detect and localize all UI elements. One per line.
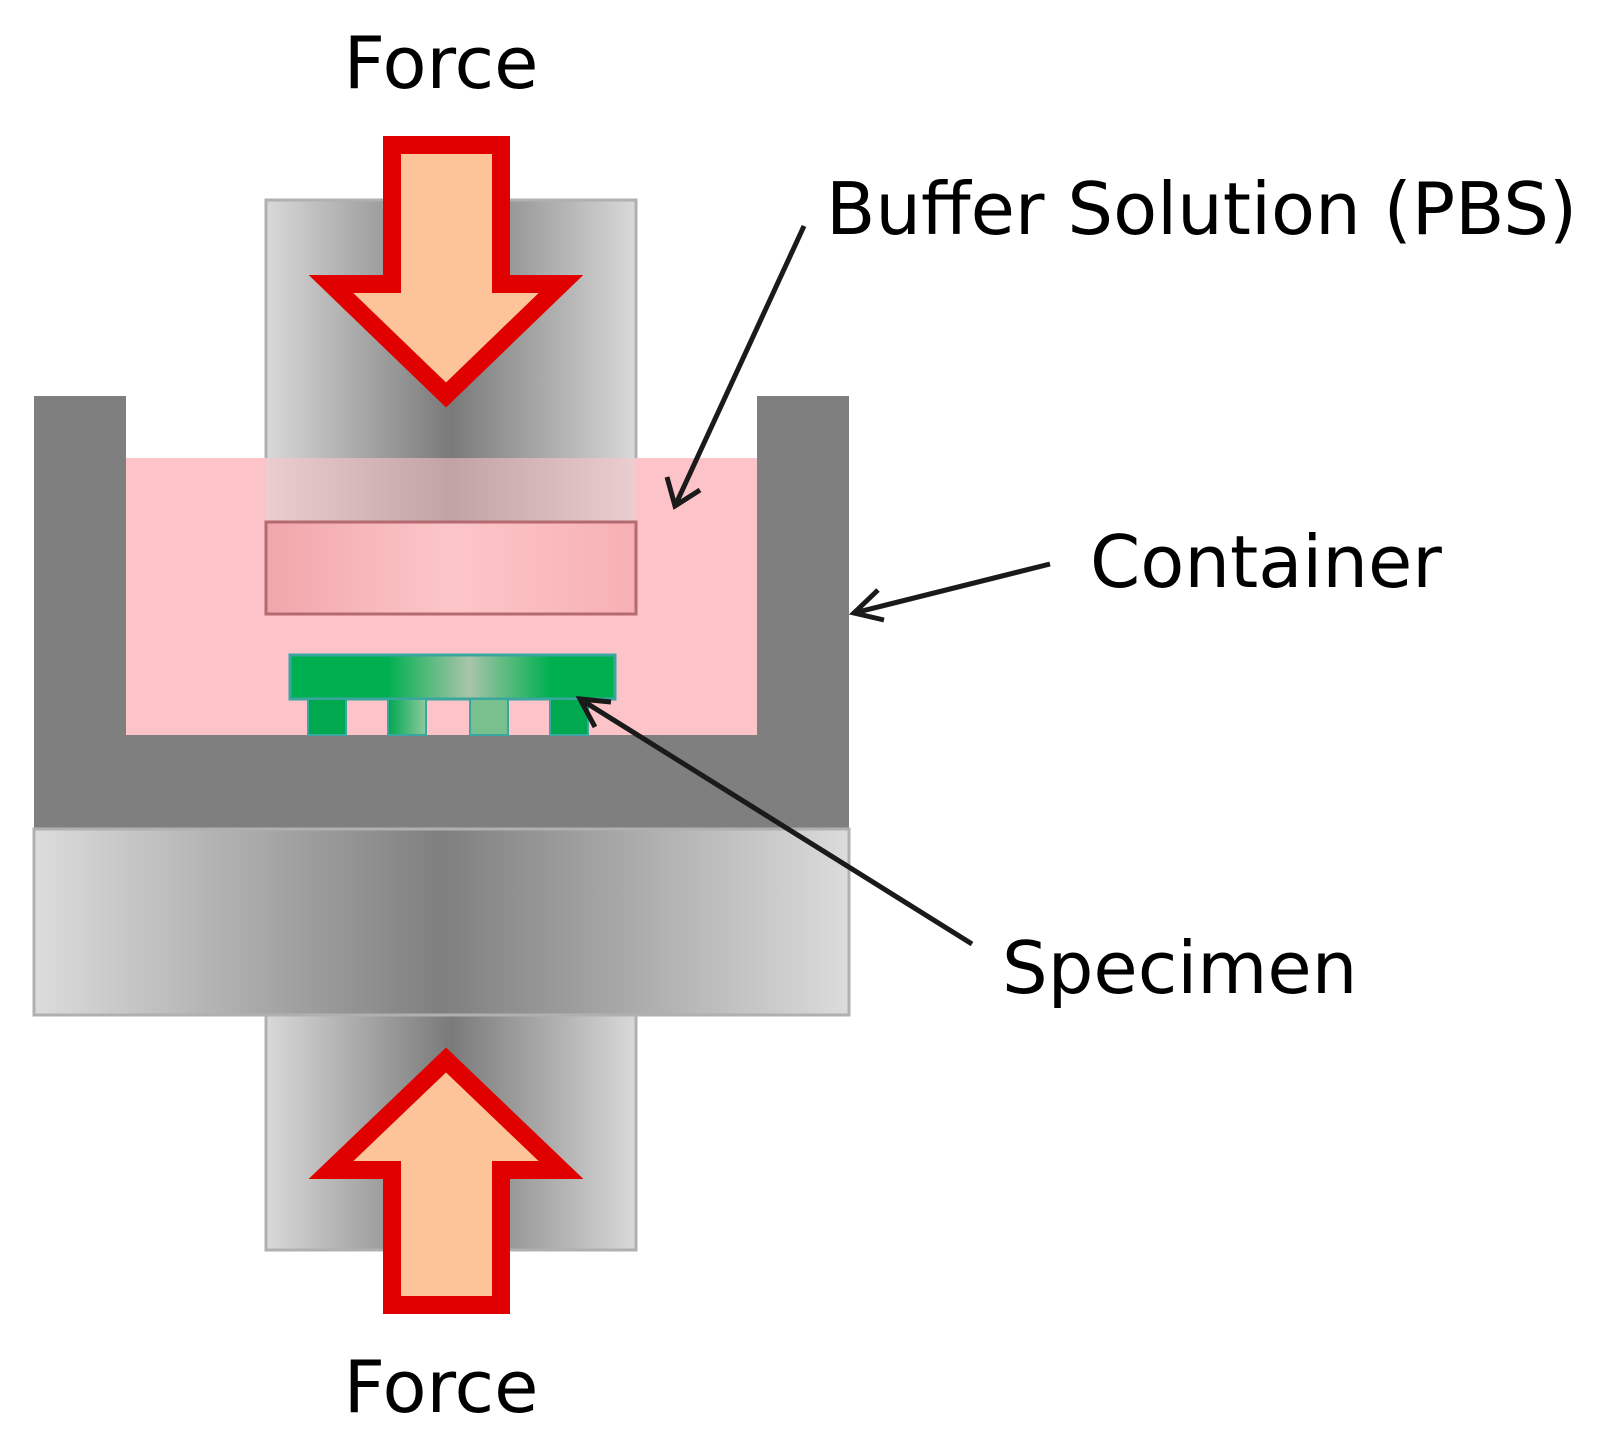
buffer-pointer	[664, 224, 807, 510]
container	[34, 396, 849, 829]
support-base	[32, 827, 851, 1017]
specimen-plate	[288, 653, 617, 701]
force-arrow-up	[308, 1047, 584, 1314]
buffer-solution-label: Buffer Solution (PBS)	[826, 167, 1577, 251]
specimen-pointer	[575, 696, 974, 947]
container-pointer	[848, 561, 1051, 623]
specimen-pillar	[387, 698, 427, 736]
specimen-pillar	[469, 698, 509, 736]
specimen	[288, 653, 617, 736]
container-label: Container	[1090, 520, 1442, 604]
force-arrow-down	[308, 136, 584, 408]
specimen-label: Specimen	[1002, 926, 1357, 1010]
force-label-top: Force	[344, 21, 539, 105]
submerged-piston	[266, 458, 636, 522]
specimen-pillar	[307, 698, 347, 736]
force-label-bottom: Force	[344, 1345, 539, 1429]
platen	[264, 520, 638, 616]
